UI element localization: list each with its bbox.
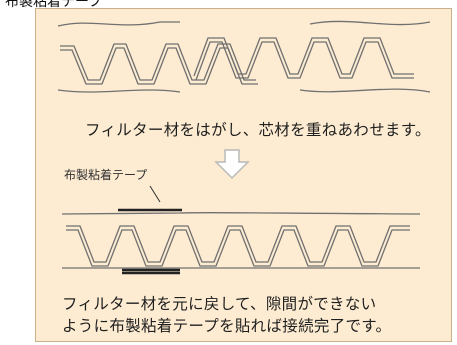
step1-core-overlap — [57, 20, 431, 93]
diagram-panel — [35, 8, 452, 342]
step1-filter-bottom-left — [57, 89, 181, 93]
step2-caption-line2: ように布製粘着テープを貼れば接続完了です。 — [62, 317, 392, 335]
down-arrow-icon — [214, 149, 250, 180]
step2-core-outer — [66, 225, 410, 263]
step1-core-right — [195, 41, 414, 81]
tape-label-leader — [149, 185, 161, 203]
step1-core-left — [60, 43, 256, 81]
step1-core-right-inner — [193, 37, 414, 77]
step1-filter-bottom-right — [299, 88, 431, 93]
tape-label: 布製粘着テープ — [64, 168, 148, 182]
clipped-header: 布製粘着テープ — [0, 0, 457, 8]
step1-filter-top-left — [57, 21, 180, 27]
step1-filter-top-right — [309, 20, 431, 26]
step2-filter-top — [61, 211, 421, 215]
step2-core-inner — [66, 229, 410, 267]
step1-core-left-inner — [60, 47, 258, 85]
step2-joined-core — [61, 211, 421, 269]
step1-caption: フィルター材をはがし、芯材を重ねあわせます。 — [85, 121, 431, 139]
step2-caption-line1: フィルター材を元に戻して、隙間ができない — [62, 295, 377, 313]
step2-tape-strips — [118, 208, 182, 275]
clipped-header-text: 布製粘着テープ — [5, 0, 103, 8]
